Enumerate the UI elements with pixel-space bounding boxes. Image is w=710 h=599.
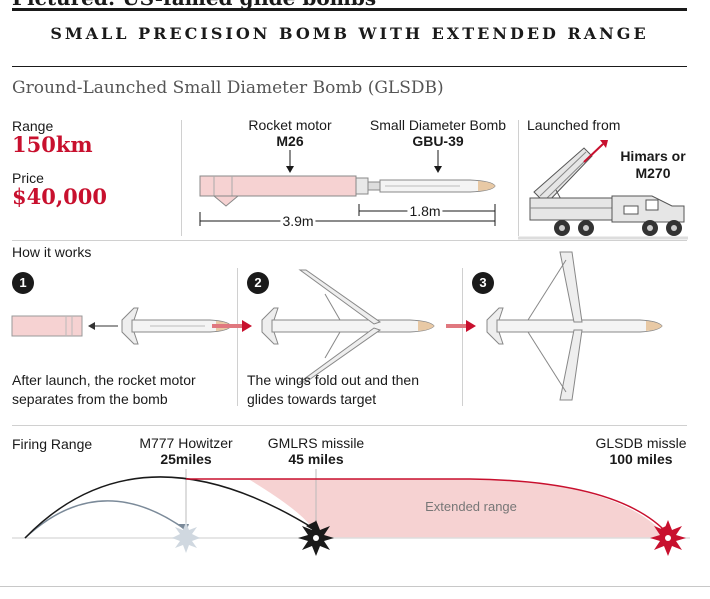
step-3-badge: 3: [472, 272, 494, 294]
launched-from-label: Launched from: [527, 117, 621, 133]
divider: [462, 268, 463, 406]
how-it-works-heading: How it works: [12, 244, 92, 260]
range-value: 150km: [12, 132, 93, 157]
divider: [237, 268, 238, 406]
page-title: SMALL PRECISION BOMB WITH EXTENDED RANGE: [50, 24, 649, 43]
rocket-motor-code: M26: [276, 133, 304, 149]
weapon-name: GMLRS missile: [267, 435, 365, 451]
weapon-range: 45 miles: [288, 451, 344, 467]
bomb-length: 1.8m: [407, 203, 443, 219]
divider: [181, 120, 182, 236]
price-label: Price: [12, 170, 44, 186]
bomb-label: Small Diameter Bomb: [369, 117, 507, 133]
section-divider: [12, 425, 687, 426]
step-1-caption: After launch, the rocket motor separates…: [12, 372, 196, 407]
launcher-name: Himars or M270: [620, 148, 686, 181]
bomb-code: GBU-39: [412, 133, 464, 149]
weapon-name: GLSDB missle: [595, 435, 687, 451]
step-2-badge: 2: [247, 272, 269, 294]
rocket-motor-label: Rocket motor: [248, 117, 332, 133]
cut-off-caption: Pictured: US-famed glide bombs: [12, 0, 376, 10]
subtitle: Ground-Launched Small Diameter Bomb (GLS…: [12, 78, 444, 98]
total-length: 3.9m: [280, 213, 316, 229]
step-1-badge: 1: [12, 272, 34, 294]
top-rule: [12, 8, 687, 11]
weapon-name: M777 Howitzer: [139, 435, 233, 451]
divider: [518, 120, 519, 236]
bottom-rule: [0, 586, 710, 587]
weapon-range: 100 miles: [609, 451, 673, 467]
price-value: $40,000: [12, 184, 107, 209]
title-rule: [12, 66, 687, 67]
section-divider: [12, 240, 687, 241]
firing-range-heading: Firing Range: [12, 436, 93, 452]
range-label: Range: [12, 118, 54, 134]
step-2-caption: The wings fold out and then glides towar…: [247, 372, 420, 407]
extended-range-label: Extended range: [425, 499, 517, 514]
weapon-range: 25miles: [160, 451, 212, 467]
